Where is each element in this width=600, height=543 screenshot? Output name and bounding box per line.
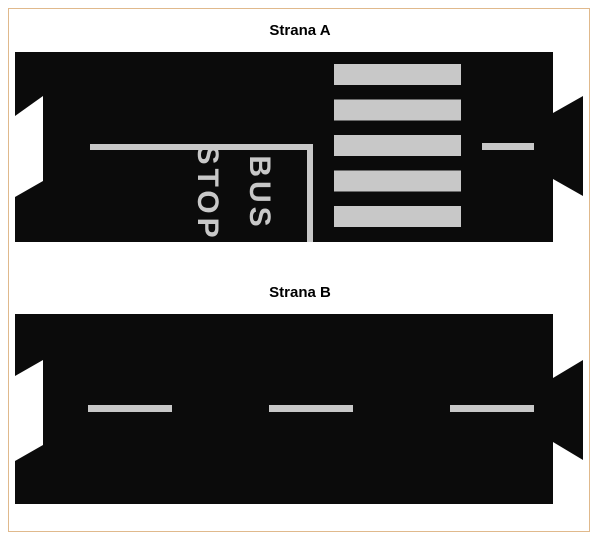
lane-dash-side-b [88, 405, 172, 412]
center-lane-dashes [88, 405, 534, 412]
crosswalk-stripe [334, 170, 461, 192]
lane-dash-side-a [482, 143, 534, 150]
crosswalk-stripe [334, 64, 461, 85]
bus-stop-bay-line [90, 144, 313, 242]
side-a-title: Strana A [269, 22, 331, 39]
bus-stop-text-stop: STOP [191, 144, 224, 241]
road-tile-side-b [15, 314, 583, 504]
crosswalk-stripe [334, 206, 461, 227]
crosswalk-stripe [334, 135, 461, 156]
crosswalk [334, 64, 461, 227]
outer-frame [8, 8, 590, 532]
road-tile-side-a: BUS STOP [15, 52, 583, 242]
lane-dash-side-b [269, 405, 353, 412]
crosswalk-stripe [334, 99, 461, 121]
bus-stop-text-bus: BUS [243, 155, 276, 230]
bus-stop-text: BUS STOP [191, 144, 276, 241]
side-b-title: Strana B [269, 284, 331, 301]
lane-dash-side-b [450, 405, 534, 412]
